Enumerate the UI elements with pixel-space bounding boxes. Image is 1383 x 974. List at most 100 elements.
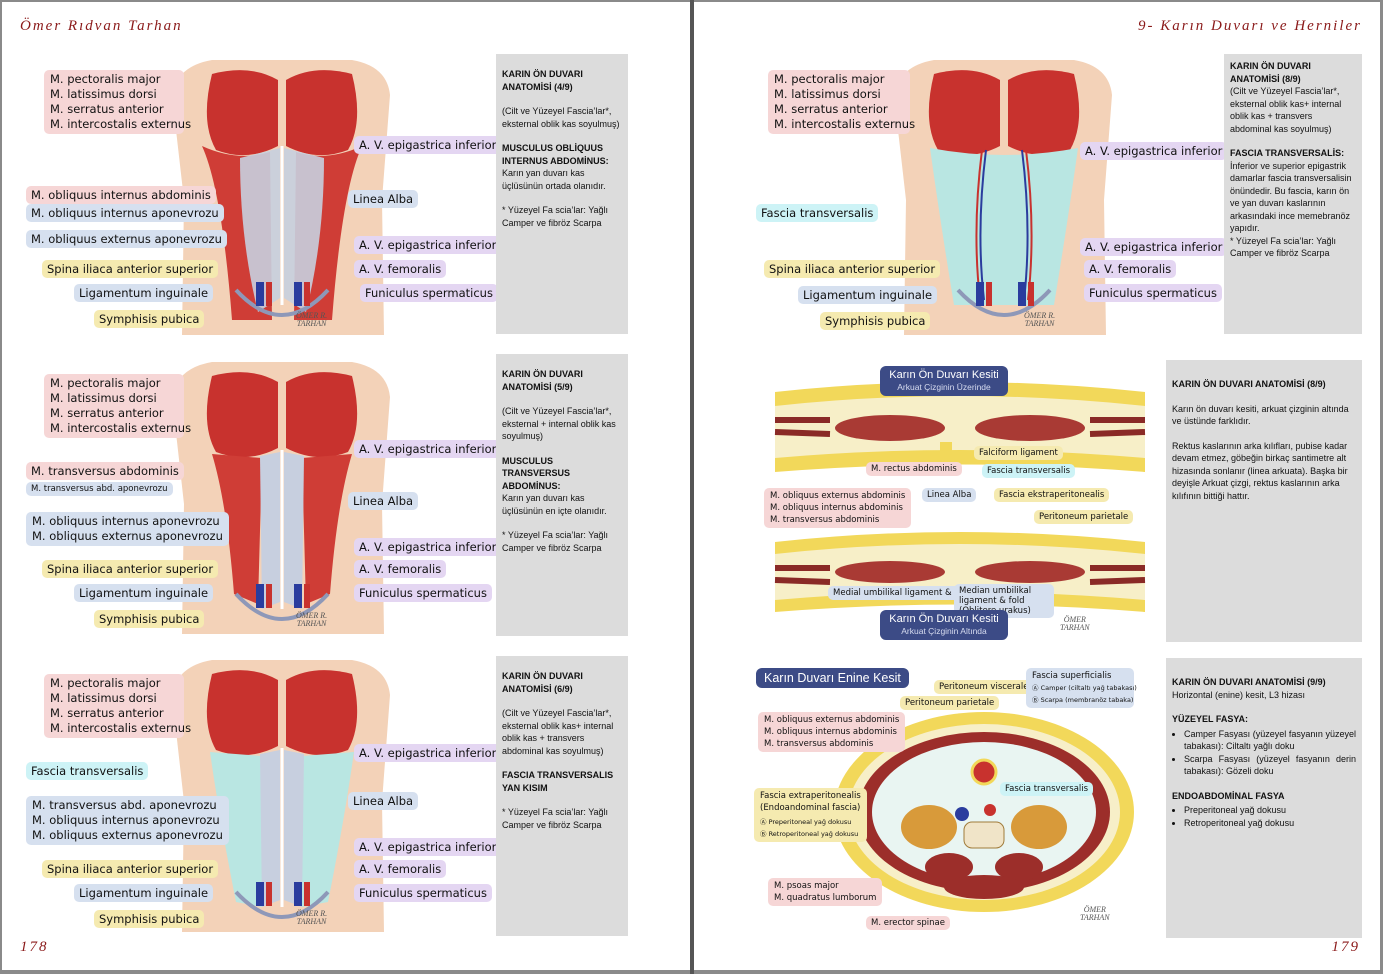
label-epigastrica-bottom: A. V. epigastrica inferior xyxy=(1080,238,1228,256)
label-spina-iliaca: Spina iliaca anterior superior xyxy=(42,260,219,278)
page-number-right: 179 xyxy=(1331,939,1360,955)
box-paragraph: Karın ön duvarı kesiti, arkuat çizginin … xyxy=(1172,403,1349,427)
label-linea-alba: Linea Alba xyxy=(348,492,419,510)
label-epigastrica-bottom: A. V. epigastrica inferior xyxy=(354,538,502,556)
box-heading: MUSCULUS TRANSVERSUS ABDOMİNUS: xyxy=(502,455,571,491)
torso-illustration xyxy=(172,660,390,932)
box-paragraph: Rektus kaslarının arka kılıfları, pubise… xyxy=(1172,440,1348,501)
label-obliquus-ext-apon: M. obliquus externus aponevrozu xyxy=(26,230,227,248)
transverse-section-figure: Karın Duvarı Enine Kesit Peritoneum visc… xyxy=(754,662,1144,937)
text-box-9-9: KARIN ÖN DUVARI ANATOMİSİ (9/9) Horizont… xyxy=(1166,658,1362,938)
label-femoralis: A. V. femoralis xyxy=(354,260,447,278)
label-fascia-superficialis: Fascia superficialis Ⓐ Camper (ciltaltı … xyxy=(1026,668,1137,708)
torso-illustration xyxy=(894,60,1112,335)
label-spina-iliaca: Spina iliaca anterior superior xyxy=(764,260,941,278)
label-lig-inguinale: Ligamentum inguinale xyxy=(798,286,938,304)
box-title: KARIN ÖN DUVARI ANATOMİSİ (8/9) xyxy=(1230,61,1311,84)
label-fascia-transversalis: Fascia transversalis xyxy=(982,464,1076,478)
label-fascia-transversalis: Fascia transversalis xyxy=(1000,782,1094,796)
text-box-6-9: KARIN ÖN DUVARI ANATOMİSİ (6/9) (Cilt ve… xyxy=(496,656,628,936)
left-page: Ömer Rıdvan Tarhan 178 ÖMER R.TARHAN M. … xyxy=(2,2,690,970)
label-linea-alba: Linea Alba xyxy=(348,792,419,810)
label-epigastrica-bottom: A. V. epigastrica inferior xyxy=(354,236,502,254)
text-box-4-9: KARIN ÖN DUVARI ANATOMİSİ (4/9) (Cilt ve… xyxy=(496,54,628,334)
box-paragraph: Karın yan duvarı kas üçlüsünün ortada ol… xyxy=(502,168,606,191)
box-title: KARIN ÖN DUVARI ANATOMİSİ (4/9) xyxy=(502,69,583,92)
author-logo: ÖMER R.TARHAN xyxy=(296,611,328,628)
label-epigastrica-bottom: A. V. epigastrica inferior xyxy=(354,838,502,856)
box-paragraph: Karın yan duvarı kas üçlüsünün en içte o… xyxy=(502,493,607,516)
label-epigastrica-top: A. V. epigastrica inferior xyxy=(354,440,502,458)
label-peritoneum-parietale: Peritoneum parietale xyxy=(900,696,1000,710)
label-lig-inguinale: Ligamentum inguinale xyxy=(74,284,214,302)
label-medial-umbilical: Medial umbilikal ligament & fold xyxy=(828,586,976,600)
label-transversus-apon: M. transversus abd. aponevrozu xyxy=(26,482,173,496)
label-falciform: Falciform ligament xyxy=(974,446,1063,460)
box-footnote: * Yüzeyel Fa scia’lar: Yağlı Camper ve f… xyxy=(502,205,609,228)
bullet-list-endoabdominal: Preperitoneal yağ dokusu Retroperitoneal… xyxy=(1172,804,1356,829)
box-paragraph: (Cilt ve Yüzeyel Fascia’lar*, eksternal … xyxy=(502,406,616,441)
label-peritoneum-parietale: Peritoneum parietale xyxy=(1034,510,1134,524)
box-paragraph: (Cilt ve Yüzeyel Fascia’lar*, eksternal … xyxy=(1230,86,1342,134)
right-page: 9- Karın Duvarı ve Herniler 179 ÖMER R.T… xyxy=(694,2,1380,970)
label-symphisis: Symphisis pubica xyxy=(820,312,931,330)
label-epigastrica-top: A. V. epigastrica inferior xyxy=(1080,142,1228,160)
label-symphisis: Symphisis pubica xyxy=(94,610,205,628)
bullet-item: Retroperitoneal yağ dokusu xyxy=(1184,817,1356,830)
label-femoralis: A. V. femoralis xyxy=(354,560,447,578)
box-title: KARIN ÖN DUVARI ANATOMİSİ (5/9) xyxy=(502,369,583,392)
box-heading: FASCIA TRANSVERSALIS YAN KISIM xyxy=(502,770,614,793)
book-gutter xyxy=(690,0,694,974)
box-title: KARIN ÖN DUVARI ANATOMİSİ (8/9) xyxy=(1172,379,1326,389)
label-fascia-transversalis: Fascia transversalis xyxy=(756,204,879,222)
transverse-title: Karın Duvarı Enine Kesit xyxy=(756,668,909,688)
page-number-left: 178 xyxy=(20,939,49,955)
author-logo: ÖMER R.TARHAN xyxy=(296,909,328,926)
label-funiculus: Funiculus spermaticus xyxy=(1084,284,1222,302)
label-fascia-ekstraperitonealis: Fascia ekstraperitonealis xyxy=(994,488,1110,502)
torso-illustration xyxy=(172,60,390,335)
box-heading: ENDOABDOMİNAL FASYA xyxy=(1172,790,1285,801)
torso-illustration xyxy=(172,362,390,634)
label-erector-spinae: M. erector spinae xyxy=(866,916,950,930)
label-femoralis: A. V. femoralis xyxy=(1084,260,1177,278)
label-spina-iliaca: Spina iliaca anterior superior xyxy=(42,560,219,578)
label-obliquus-internus: M. obliquus internus abdominis xyxy=(26,186,216,204)
box-footnote: * Yüzeyel Fa scia’lar: Yağlı Camper ve f… xyxy=(502,807,609,830)
box-footnote: * Yüzeyel Fa scia’lar: Yağlı Camper ve f… xyxy=(502,530,609,553)
label-epigastrica-top: A. V. epigastrica inferior xyxy=(354,136,502,154)
bullet-item: Camper Fasyası (yüzeyel fasyanın yüzeyel… xyxy=(1184,728,1356,753)
label-funiculus: Funiculus spermaticus xyxy=(360,284,498,302)
label-femoralis: A. V. femoralis xyxy=(354,860,447,878)
label-funiculus: Funiculus spermaticus xyxy=(354,884,492,902)
box-heading: MUSCULUS OBLİQUUS INTERNUS ABDOMİNUS: xyxy=(502,143,609,166)
label-fascia-extraperitonealis: Fascia extraperitonealis(Endoandominal f… xyxy=(754,788,867,842)
label-rectus: M. rectus abdominis xyxy=(866,462,962,476)
label-symphisis: Symphisis pubica xyxy=(94,910,205,928)
label-lig-inguinale: Ligamentum inguinale xyxy=(74,584,214,602)
label-transversus: M. transversus abdominis xyxy=(26,462,184,480)
label-peritoneum-viscerale: Peritoneum viscerale xyxy=(934,680,1034,694)
label-spina-iliaca: Spina iliaca anterior superior xyxy=(42,860,219,878)
transverse-illustration xyxy=(834,712,1134,912)
box-paragraph: İnferior ve superior epigastrik damarlar… xyxy=(1230,160,1352,234)
label-lig-inguinale: Ligamentum inguinale xyxy=(74,884,214,902)
box-footnote: * Yüzeyel Fa scia’lar: Yağlı Camper ve f… xyxy=(1230,235,1337,259)
bullet-list-superficial: Camper Fasyası (yüzeyel fasyanın yüzeyel… xyxy=(1172,728,1356,778)
section-illustration xyxy=(774,382,1146,612)
